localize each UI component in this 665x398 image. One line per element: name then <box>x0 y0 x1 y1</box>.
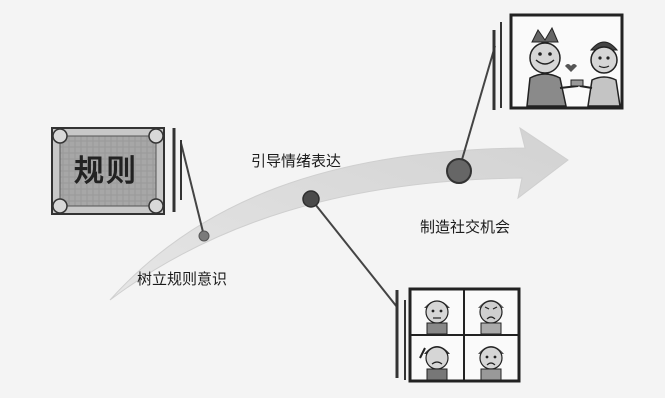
connector-line-2 <box>310 198 398 308</box>
scroll-title: 规则 <box>74 154 138 189</box>
step-label-1: 树立规则意识 <box>137 270 228 288</box>
connector-line-1 <box>180 142 205 237</box>
kids-sharing-icon <box>509 13 624 110</box>
node-2 <box>302 190 320 208</box>
step-label-3: 制造社交机会 <box>420 218 511 236</box>
emotion-faces-icon <box>408 287 521 383</box>
node-3 <box>446 158 472 184</box>
step-label-2: 引导情绪表达 <box>251 152 342 170</box>
connector-line-3 <box>458 45 496 171</box>
node-1 <box>198 230 210 242</box>
rules-scroll-icon <box>51 127 165 215</box>
